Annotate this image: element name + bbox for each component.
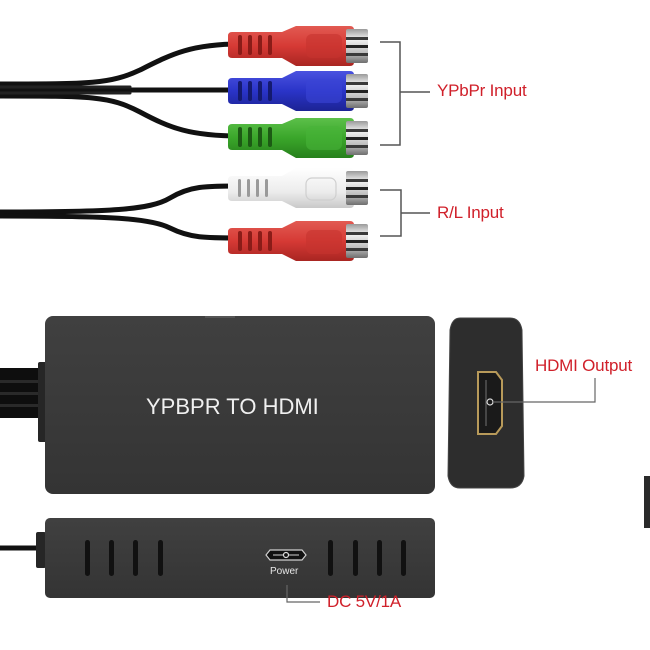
converter-side-view	[0, 518, 435, 603]
ypbpr-input-callout: YPbPr Input	[437, 81, 527, 100]
rca-connector-l	[228, 168, 368, 208]
device-label: YPBPR TO HDMI	[146, 394, 319, 419]
edge-object	[644, 476, 650, 528]
rca-connector-y	[228, 26, 368, 66]
hdmi-end-view	[447, 317, 596, 489]
rca-connector-pb	[228, 71, 368, 111]
rca-connector-r	[228, 221, 368, 261]
audio-bracket	[380, 189, 430, 237]
rl-input-callout: R/L Input	[437, 203, 504, 222]
converter-top-view	[0, 316, 435, 494]
power-port-label: Power	[270, 566, 299, 577]
ypbpr-cables	[0, 41, 243, 139]
audio-cables	[0, 183, 243, 241]
dc-power-callout: DC 5V/1A	[327, 592, 401, 611]
ypbpr-bracket	[380, 41, 430, 146]
rca-connector-pr	[228, 118, 368, 158]
hdmi-output-callout: HDMI Output	[535, 356, 632, 375]
